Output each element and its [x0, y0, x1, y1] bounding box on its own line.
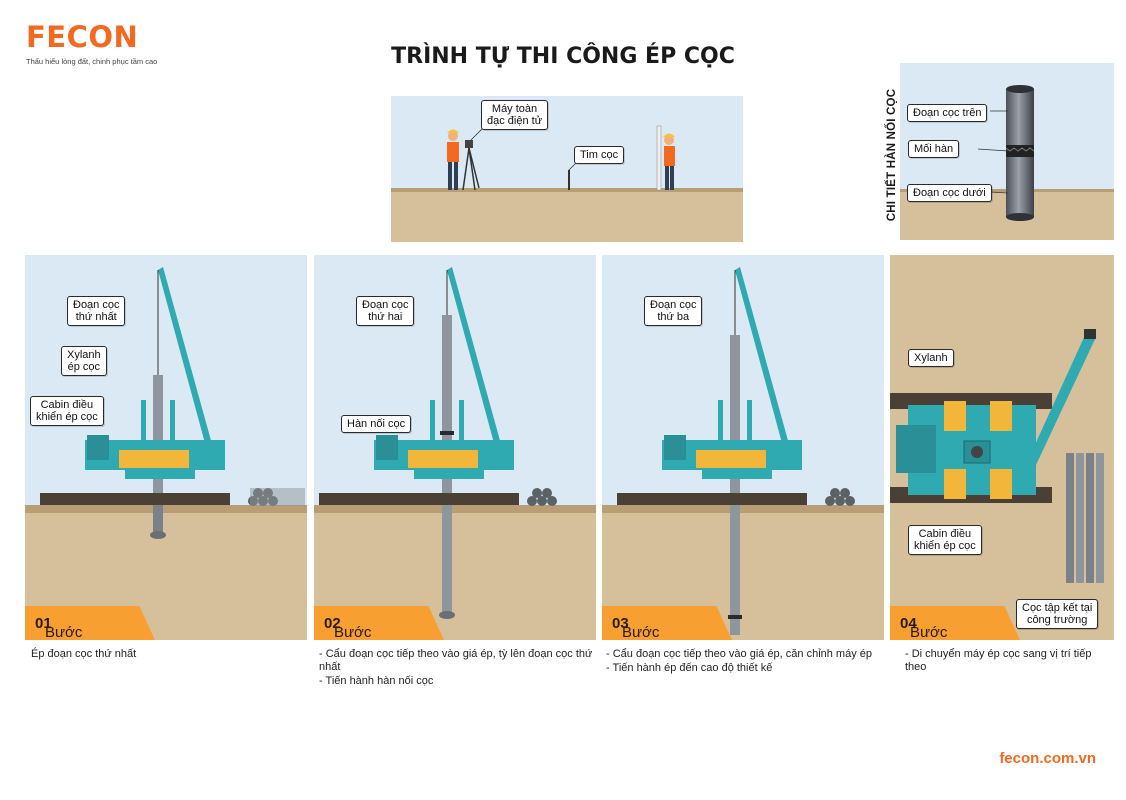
- pile-center-label: Tim cọc: [574, 146, 625, 164]
- step-2-weld-label: Hàn nối cọc: [341, 415, 412, 433]
- total-station-label: Máy toàn đạc điện tử: [481, 100, 549, 130]
- step-4-panel: Xylanh Cabin điều khiển ép cọc Cọc tập k…: [890, 255, 1114, 640]
- page-title: TRÌNH TỰ THI CÔNG ÉP CỌC: [391, 44, 735, 69]
- weld-detail-panel: Đoạn cọc trên Mối hàn Đoạn cọc dưới: [900, 63, 1114, 240]
- step-1-badge: Bước 01: [25, 606, 155, 640]
- weld-detail-heading: CHI TIẾT HÀN NỐI CỌC: [886, 88, 898, 221]
- step-1-pile-label: Đoạn cọc thứ nhất: [67, 296, 126, 326]
- survey-panel: Máy toàn đạc điện tử Tim cọc: [391, 96, 743, 242]
- brand-logo: FECON Thấu hiểu lòng đất, chinh phục tầm…: [26, 22, 157, 66]
- pile-press-illustration: [25, 255, 307, 640]
- step-2-pile-label: Đoạn cọc thứ hai: [356, 296, 415, 326]
- site-url: fecon.com.vn: [999, 750, 1096, 767]
- lower-pile-label: Đoạn cọc dưới: [907, 184, 992, 202]
- step-2-description: - Cẩu đoạn cọc tiếp theo vào giá ép, tỳ …: [319, 648, 593, 687]
- survey-illustration: [391, 96, 743, 242]
- step-1-description: Ép đoạn cọc thứ nhất: [31, 648, 137, 660]
- upper-pile-label: Đoạn cọc trên: [907, 104, 988, 122]
- step-3-badge: Bước 03: [602, 606, 732, 640]
- step-1-panel: Đoạn cọc thứ nhất Xylanh ép cọc Cabin đi…: [25, 255, 307, 640]
- step-3-pile-label: Đoạn cọc thứ ba: [644, 296, 703, 326]
- weld-joint-label: Mối hàn: [908, 140, 960, 158]
- step-3-description: - Cẩu đoạn cọc tiếp theo vào giá ép, căn…: [606, 648, 873, 674]
- step-4-cylinder-label: Xylanh: [908, 349, 954, 367]
- step-4-description: - Di chuyển máy ép cọc sang vị trí tiếp …: [905, 648, 1092, 673]
- step-4-storage-label: Cọc tập kết tại công trường: [1016, 599, 1099, 629]
- step-1-cylinder-label: Xylanh ép cọc: [61, 346, 107, 376]
- brand-name: FECON: [26, 20, 139, 54]
- step-4-cabin-label: Cabin điều khiển ép cọc: [908, 525, 982, 555]
- step-3-panel: Đoạn cọc thứ ba Bước 03: [602, 255, 884, 640]
- step-1-cabin-label: Cabin điều khiển ép cọc: [30, 396, 104, 426]
- brand-tagline: Thấu hiểu lòng đất, chinh phục tầm cao: [26, 57, 158, 66]
- rodman-icon: [656, 125, 675, 191]
- step-4-badge: Bước 04: [890, 606, 1020, 640]
- step-2-panel: Đoạn cọc thứ hai Hàn nối cọc Bước 02: [314, 255, 596, 640]
- top-view-illustration: [890, 255, 1114, 640]
- surveyor-icon: [447, 129, 480, 191]
- step-2-badge: Bước 02: [314, 606, 444, 640]
